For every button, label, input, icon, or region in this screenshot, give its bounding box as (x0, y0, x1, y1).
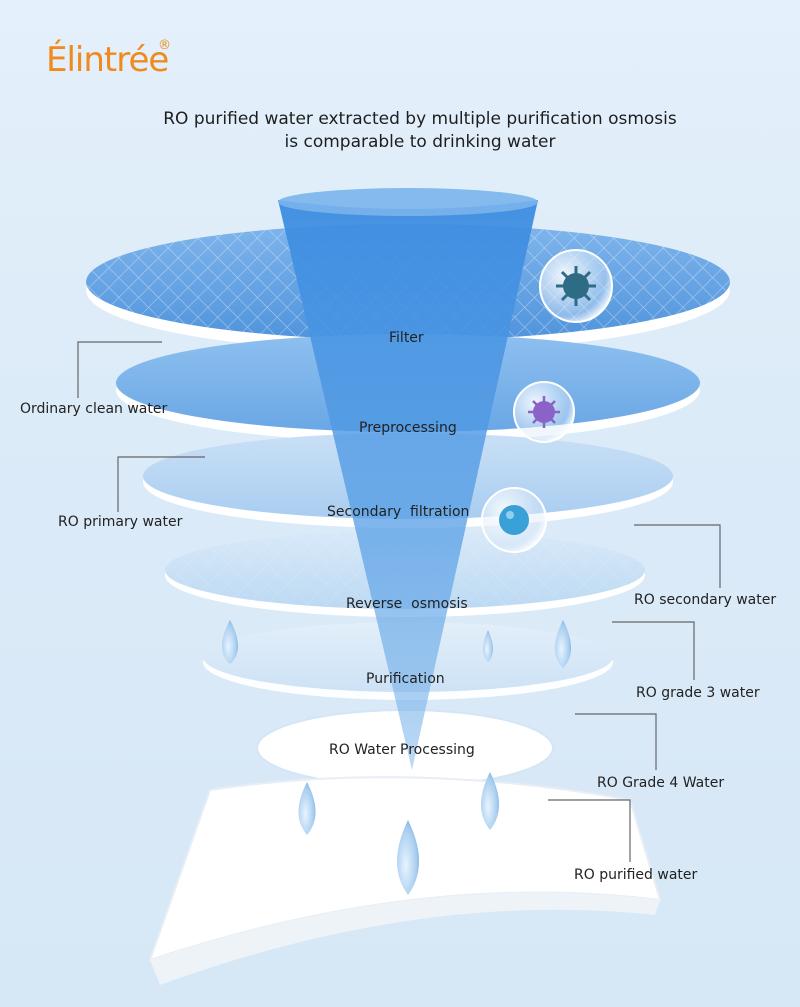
layer-label-ro-water-processing: RO Water Processing (329, 742, 475, 758)
layer-label-purification: Purification (366, 671, 445, 687)
callout-ordinary-clean-water: Ordinary clean water (20, 401, 168, 417)
virus-bubble-icon (539, 249, 613, 323)
brand-logo: Élintrée (46, 40, 169, 80)
callout-ro-grade4-water: RO Grade 4 Water (597, 775, 725, 791)
headline: RO purified water extracted by multiple … (100, 108, 740, 154)
layer-label-filter: Filter (389, 330, 424, 346)
callout-ro-primary-water: RO primary water (58, 514, 183, 530)
leader-ro-primary-water (117, 456, 205, 512)
registered-mark: ® (158, 38, 171, 53)
cell-bubble-icon (481, 487, 547, 553)
leader-ro-grade3-water (612, 621, 695, 680)
headline-line-2: is comparable to drinking water (284, 132, 556, 152)
bacteria-bubble-icon (513, 381, 575, 443)
water-funnel (278, 200, 538, 770)
leader-lines (77, 341, 721, 862)
callout-ro-purified-water: RO purified water (574, 867, 698, 883)
layer-label-preprocessing: Preprocessing (359, 420, 457, 436)
leader-ro-purified-water (548, 799, 631, 862)
layer-label-reverse-osmosis: Reverse osmosis (346, 596, 468, 612)
leader-ordinary-clean-water (77, 341, 162, 398)
headline-line-1: RO purified water extracted by multiple … (163, 109, 677, 129)
layer-label-secondary-filtration: Secondary filtration (327, 504, 470, 520)
leader-ro-secondary-water (634, 524, 721, 588)
water-drop-icon (222, 620, 571, 895)
callout-ro-secondary-water: RO secondary water (634, 592, 777, 608)
purified-pad-edge (150, 892, 660, 985)
callout-ro-grade3-water: RO grade 3 water (636, 685, 760, 701)
leader-ro-grade4-water (575, 713, 657, 770)
funnel-top (278, 188, 538, 216)
